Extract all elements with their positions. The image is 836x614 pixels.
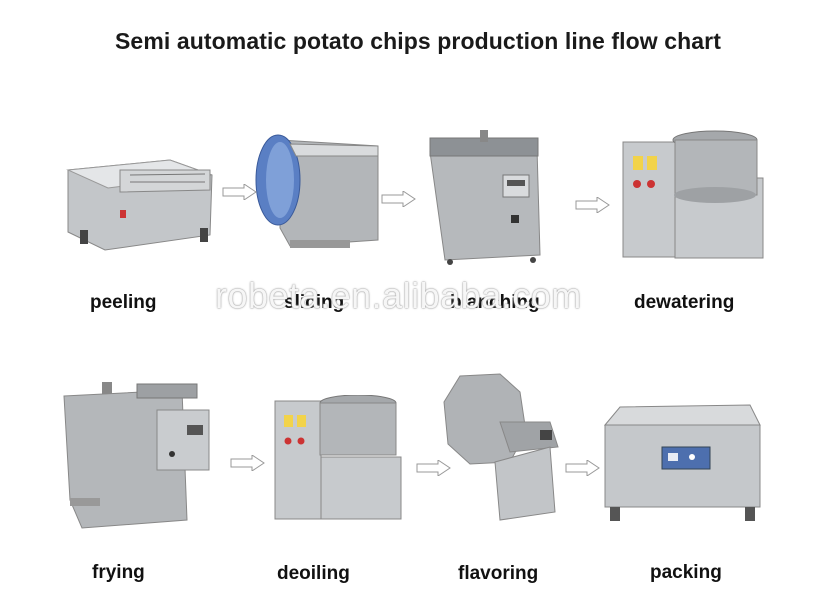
label-frying: frying (92, 562, 145, 583)
dewatering-machine-image (622, 130, 764, 259)
label-peeling: peeling (90, 292, 157, 313)
arrow-slicing-to-blanching (381, 191, 416, 207)
deoiling-machine-image (274, 395, 402, 520)
peeling-machine-image (66, 159, 213, 251)
arrow-peeling-to-slicing (222, 184, 257, 200)
label-dewatering: dewatering (634, 292, 735, 313)
arrow-deoiling-to-flavoring (416, 460, 451, 476)
label-blanching: blanching (450, 292, 540, 313)
frying-machine-image (63, 382, 210, 529)
slicing-machine-image (255, 134, 379, 248)
watermark: robeta.en.alibaba.com (215, 275, 582, 316)
arrow-flavoring-to-packing (565, 460, 600, 476)
blanching-machine-image (429, 130, 541, 265)
flavoring-machine-image (443, 373, 559, 521)
arrow-blanching-to-dewatering (575, 197, 610, 213)
packing-machine-image (603, 404, 761, 521)
label-packing: packing (650, 562, 722, 583)
label-flavoring: flavoring (458, 563, 539, 584)
chart-title: Semi automatic potato chips production l… (114, 28, 721, 54)
label-slicing: slicing (284, 292, 345, 313)
arrow-frying-to-deoiling (230, 455, 265, 471)
label-deoiling: deoiling (277, 563, 350, 584)
